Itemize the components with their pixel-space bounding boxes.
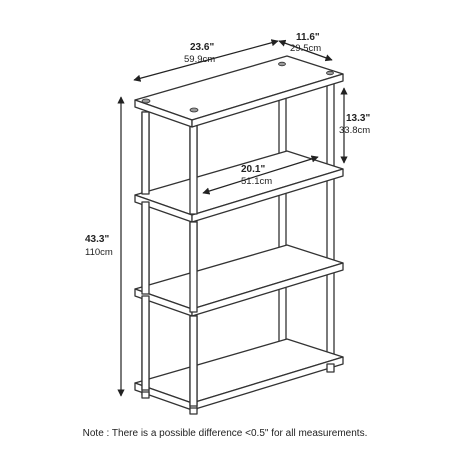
inner-width-line (202, 155, 319, 195)
measurement-note: Note : There is a possible difference <0… (82, 428, 368, 439)
feet (141, 363, 335, 415)
height-metric: 110cm (85, 247, 113, 258)
depth-imperial: 11.6" (296, 32, 320, 43)
front-posts (141, 111, 198, 411)
shelf-2 (134, 150, 344, 223)
width-imperial: 23.6" (190, 42, 214, 53)
shelf-unit (134, 55, 344, 415)
shelf-top (134, 55, 344, 128)
shelf-bottom (134, 338, 344, 411)
dimension-lines (117, 39, 348, 397)
inner-width-metric: 51.1cm (241, 176, 272, 187)
height-imperial: 43.3" (85, 234, 109, 245)
dimension-labels: 23.6" 59.9cm 11.6" 29.5cm 13.3" 33.8cm 2… (85, 32, 370, 258)
depth-metric: 29.5cm (290, 43, 321, 54)
inner-width-imperial: 20.1" (241, 164, 265, 175)
post-segments (141, 111, 198, 407)
shelf-spacing-metric: 33.8cm (339, 125, 370, 136)
width-metric: 59.9cm (184, 54, 215, 65)
depth-line (278, 39, 333, 62)
width-line (133, 39, 279, 82)
shelf-spacing-imperial: 13.3" (346, 113, 370, 124)
shelf-3 (134, 244, 344, 317)
back-posts (278, 77, 335, 359)
